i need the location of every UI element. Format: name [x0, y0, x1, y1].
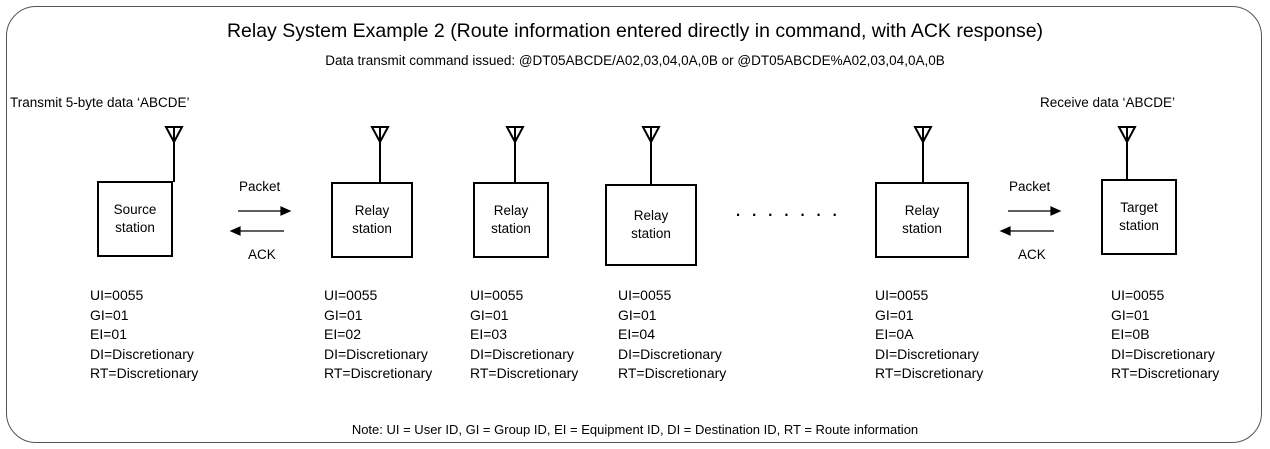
- ack-arrow: [229, 226, 284, 236]
- packet-label: Packet: [239, 179, 281, 194]
- ack-arrow: [999, 226, 1054, 236]
- ellipsis: .......: [735, 196, 848, 221]
- station-properties: UI=0055 GI=01 EI=01 DI=Discretionary RT=…: [90, 287, 199, 382]
- diagram-frame: [6, 6, 1262, 443]
- antenna-icon: [913, 126, 933, 183]
- relay-station: Relay station: [605, 184, 697, 266]
- station-properties: UI=0055 GI=01 EI=0A DI=Discretionary RT=…: [875, 287, 984, 382]
- station-properties: UI=0055 GI=01 EI=04 DI=Discretionary RT=…: [618, 287, 727, 382]
- antenna-icon: [370, 126, 390, 183]
- relay-station: Relay station: [473, 182, 549, 258]
- ack-label: ACK: [248, 247, 276, 262]
- receive-label: Receive data ‘ABCDE’: [1040, 95, 1176, 110]
- packet-arrow: [238, 206, 292, 216]
- target-station: Target station: [1101, 179, 1177, 255]
- antenna-icon: [505, 126, 525, 183]
- station-properties: UI=0055 GI=01 EI=0B DI=Discretionary RT=…: [1111, 287, 1220, 382]
- antenna-icon: [1117, 126, 1137, 180]
- ack-label: ACK: [1018, 247, 1046, 262]
- packet-label: Packet: [1009, 179, 1051, 194]
- packet-arrow: [1008, 206, 1062, 216]
- station-properties: UI=0055 GI=01 EI=02 DI=Discretionary RT=…: [324, 287, 433, 382]
- source-station: Source station: [97, 181, 173, 257]
- relay-station: Relay station: [331, 182, 413, 258]
- transmit-label: Transmit 5-byte data ‘ABCDE’: [10, 95, 190, 110]
- diagram-title: Relay System Example 2 (Route informatio…: [226, 20, 1044, 42]
- antenna-icon: [164, 126, 184, 182]
- command-text: Data transmit command issued: @DT05ABCDE…: [325, 53, 945, 68]
- station-properties: UI=0055 GI=01 EI=03 DI=Discretionary RT=…: [470, 287, 579, 382]
- relay-station: Relay station: [875, 182, 969, 258]
- abbreviation-note: Note: UI = User ID, GI = Group ID, EI = …: [351, 422, 919, 437]
- antenna-icon: [641, 126, 661, 185]
